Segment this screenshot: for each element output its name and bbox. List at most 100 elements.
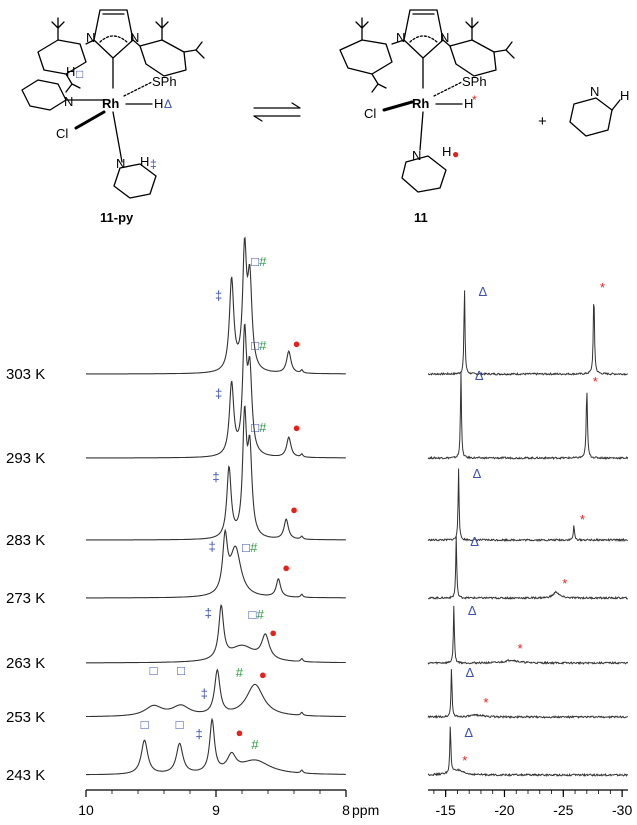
- reaction-scheme: [21, 9, 621, 199]
- marker-square: □: [177, 663, 185, 678]
- marker-square: □: [251, 420, 259, 435]
- marker-circle: ●: [293, 336, 301, 351]
- atom-n-py-bottom: N: [116, 156, 125, 171]
- atom-n-free-py: N: [590, 84, 599, 99]
- n-aryl-bond-left-b: [391, 39, 405, 45]
- spectrum-trace-hydride: [427, 371, 629, 461]
- atom-cl-right: Cl: [364, 106, 376, 121]
- marker-star: *: [593, 374, 598, 389]
- plus-sign: +: [538, 113, 547, 130]
- spectrum-trace-hydride: [427, 726, 629, 778]
- nhc-dashed-arc-left: [99, 35, 128, 43]
- spectrum-trace-hydride: [427, 669, 628, 719]
- pyridine-ring-11: [401, 155, 447, 193]
- nhc-ring-left: [93, 9, 134, 59]
- atom-n-2: N: [130, 30, 139, 45]
- marker-dagger: ‡: [195, 727, 202, 742]
- marker-dagger: ‡: [212, 470, 219, 485]
- marker-triangle: Δ: [479, 284, 488, 299]
- n-aryl-bond-right-b: [442, 39, 451, 47]
- marker-dagger: ‡: [208, 539, 215, 554]
- atom-n-py-left: N: [64, 94, 73, 109]
- spectrum-trace-aromatic: [86, 236, 346, 375]
- spectrum-trace-aromatic: [86, 717, 346, 776]
- atom-n-1: N: [86, 30, 95, 45]
- ipr-left-a-top: [51, 17, 65, 41]
- spectra-hydride-region: Δ*Δ*Δ*Δ*Δ*Δ*Δ*: [427, 280, 629, 778]
- rh-sph-hashed-right: [433, 81, 463, 97]
- ipr-right-b-top: [465, 17, 479, 41]
- marker-triangle: Δ: [473, 466, 482, 481]
- nhc-ring-right: [403, 9, 444, 59]
- marker-hash: #: [259, 254, 267, 269]
- marker-star: *: [483, 695, 488, 710]
- marker-hash: #: [250, 540, 258, 555]
- marker-star: *: [600, 280, 605, 295]
- rh-cl-wedge-right: [382, 100, 414, 112]
- free-pyridine-ch-bond: [611, 99, 621, 111]
- ipr-right-b-side: [493, 41, 515, 59]
- marker-circle: ●: [269, 625, 277, 640]
- atom-h-py-11: H: [442, 144, 451, 159]
- marker-hash: #: [259, 420, 267, 435]
- x-axis-hydride-tick-label: -30: [612, 802, 632, 818]
- marker-circle: ●: [235, 725, 243, 740]
- rh-py-bond-11: [419, 111, 424, 151]
- ipr-left-b-top: [355, 17, 369, 41]
- marker-star: *: [580, 512, 585, 527]
- marker-dagger: ‡: [205, 606, 212, 621]
- atom-n-py-11: N: [412, 148, 421, 163]
- nhc-dashed-arc-right: [409, 35, 438, 43]
- atom-h-hydride-left: H: [154, 96, 163, 111]
- spectrum-trace-hydride: [427, 605, 629, 666]
- atom-sph-right: SPh: [462, 74, 487, 89]
- x-axis-unit-label: ppm: [352, 802, 379, 818]
- marker-circle: ●: [259, 667, 267, 682]
- temperature-label: 253 K: [6, 709, 45, 726]
- scheme-markers: □ Δ ‡ * ●: [76, 67, 477, 171]
- temperature-label: 243 K: [6, 767, 45, 784]
- marker-hash: #: [259, 338, 267, 353]
- equilibrium-arrows: [253, 102, 301, 122]
- ipr-left-a-bottom: [65, 73, 81, 93]
- marker-star: *: [518, 641, 523, 656]
- marker-hash: #: [251, 737, 259, 752]
- spectrum-trace-hydride: [427, 468, 628, 543]
- spectrum-trace-aromatic: [86, 668, 346, 718]
- spectrum-trace-aromatic: [86, 323, 346, 459]
- ipr-left-b-bottom: [371, 73, 387, 93]
- rh-sph-hashed-left: [123, 81, 153, 97]
- atom-rh-left: Rh: [102, 96, 119, 111]
- scheme-text: N N Rh N SPh H Cl N H H N N Rh SPh H Cl …: [56, 30, 629, 225]
- reverse-arrow-head: [253, 115, 263, 122]
- temperature-label: 303 K: [6, 366, 45, 383]
- marker-square: □: [242, 540, 250, 555]
- marker-triangle: Δ: [468, 603, 477, 618]
- pyridine-ring-bottom: [113, 163, 157, 199]
- aryl-right-b: [449, 39, 497, 77]
- marker-dagger: ‡: [215, 386, 222, 401]
- spectrum-trace-hydride: [427, 290, 629, 376]
- rh-cl-wedge-left: [74, 110, 106, 130]
- atom-h-hydride-right: H: [464, 96, 473, 111]
- x-axis-hydride-tick-label: -20: [494, 802, 514, 818]
- marker-square: □: [141, 717, 149, 732]
- atom-n-3: N: [396, 30, 405, 45]
- marker-hash: #: [257, 607, 265, 622]
- n-aryl-bond-right-a: [132, 39, 141, 47]
- rh-py-bottom-bond: [112, 111, 123, 163]
- marker-triangle: Δ: [475, 368, 484, 383]
- free-pyridine: [569, 97, 621, 137]
- atom-sph-left: SPh: [152, 74, 177, 89]
- temperature-label: 273 K: [6, 590, 45, 607]
- marker-square: □: [251, 254, 259, 269]
- marker-star: *: [462, 753, 467, 768]
- marker-hash: #: [236, 665, 244, 680]
- marker-square: □: [248, 607, 256, 622]
- marker-square: □: [176, 717, 184, 732]
- pyridine-ring-left: [21, 79, 67, 111]
- aryl-right-a: [139, 39, 187, 77]
- marker-dagger: ‡: [201, 686, 208, 701]
